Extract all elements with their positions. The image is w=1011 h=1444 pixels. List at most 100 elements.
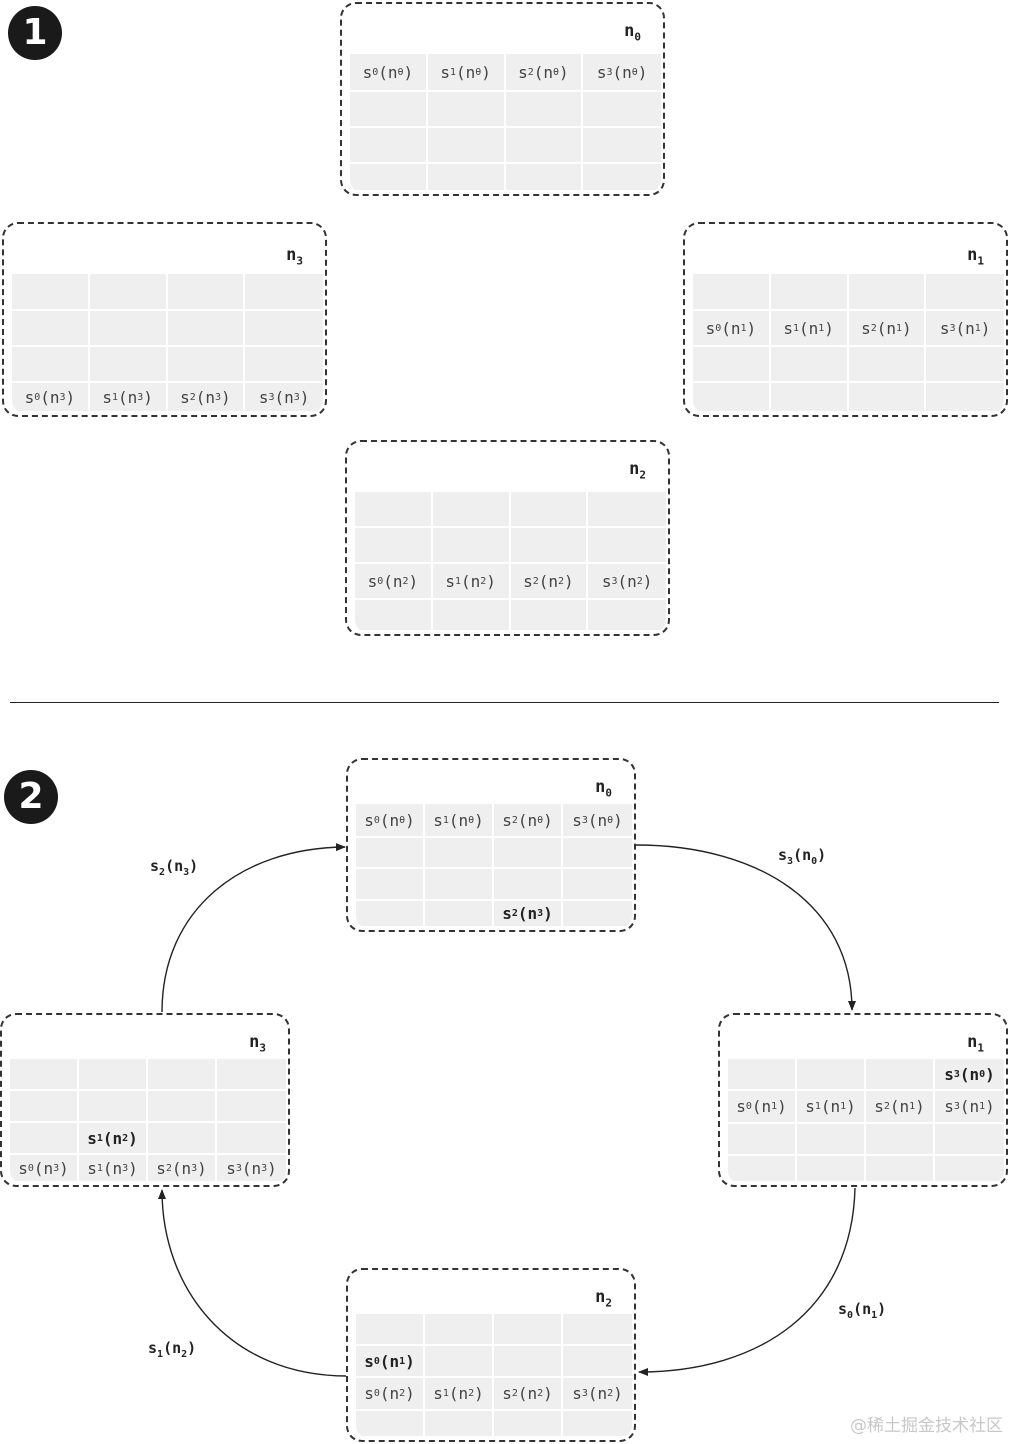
empty-slot [494,1411,563,1438]
empty-slot [563,838,632,869]
arrow-label-s2-n3: s2(n3) [150,857,199,878]
empty-slot [494,838,563,869]
arrow-n1-to-n2 [638,1187,856,1376]
empty-slot [926,383,1004,413]
empty-slot [427,164,506,192]
empty-slot [356,1411,425,1438]
empty-slot [425,1411,494,1438]
empty-slot [350,92,428,128]
empty-slot [797,1156,866,1183]
empty-slot [148,1091,217,1123]
empty-slot [10,1091,79,1123]
node-label: n1 [967,245,984,268]
empty-slot [510,600,589,632]
empty-slot [148,1123,217,1155]
empty-slot [797,1059,866,1091]
arrow-label-s3-n0: s3(n0) [778,846,827,867]
empty-slot [935,1156,1004,1183]
empty-slot [89,311,168,347]
empty-slot [425,901,494,928]
empty-slot [427,128,506,164]
empty-slot [355,600,433,632]
arrow-n2-to-n3 [158,1189,348,1377]
empty-slot [770,383,849,413]
empty-slot [245,347,323,383]
step-1-badge: 1 [8,6,62,60]
empty-slot [693,347,771,383]
empty-slot [432,528,511,564]
empty-slot [563,1346,632,1378]
arrow-n3-to-n0 [161,843,346,1013]
empty-slot [510,528,589,564]
empty-slot [728,1059,797,1091]
empty-slot [583,92,661,128]
empty-slot [935,1124,1004,1156]
empty-slot [425,1346,494,1378]
empty-slot [79,1091,148,1123]
empty-slot [245,274,323,311]
empty-slot [12,347,90,383]
empty-slot [510,492,589,528]
empty-slot [505,164,584,192]
empty-slot [10,1123,79,1155]
empty-slot [848,347,927,383]
empty-slot [693,274,771,311]
empty-slot [926,274,1004,311]
empty-slot [563,1314,632,1346]
empty-slot [350,164,428,192]
empty-slot [217,1123,286,1155]
empty-slot [148,1059,217,1091]
empty-slot [427,92,506,128]
node-label: n3 [249,1032,266,1055]
empty-slot [583,128,661,164]
empty-slot [167,274,246,311]
arrow-label-s1-n2: s1(n2) [148,1339,197,1360]
node-label: n2 [629,459,646,482]
empty-slot [12,274,90,311]
empty-slot [797,1124,866,1156]
empty-slot [770,274,849,311]
empty-slot [588,600,666,632]
empty-slot [588,492,666,528]
empty-slot [866,1124,935,1156]
node-label: n0 [624,21,641,44]
empty-slot [563,901,632,928]
empty-slot [583,164,661,192]
empty-slot [89,347,168,383]
empty-slot [355,492,433,528]
empty-slot [563,869,632,901]
empty-slot [167,347,246,383]
empty-slot [355,528,433,564]
empty-slot [167,311,246,347]
empty-slot [432,600,511,632]
empty-slot [505,128,584,164]
empty-slot [12,311,90,347]
